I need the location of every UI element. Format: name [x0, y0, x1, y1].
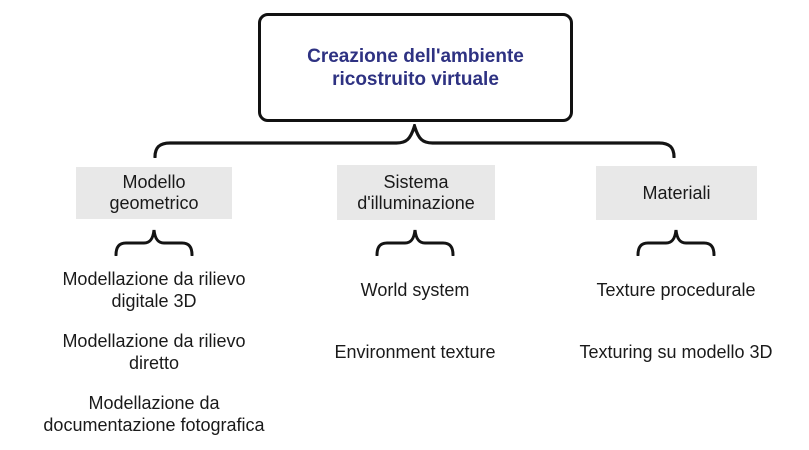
leaf-modellazione-documentazione-fotografica: Modellazione da documentazione fotografi… — [43, 393, 265, 435]
leaf-environment-texture: Environment texture — [334, 342, 496, 362]
leaf-modellazione-rilievo-diretto: Modellazione da rilievo diretto — [62, 331, 246, 373]
brace-modello-geometrico-icon — [114, 229, 194, 256]
category-box-modello-geometrico: Modello geometrico — [76, 167, 232, 219]
category-label: Modello geometrico — [109, 172, 199, 213]
category-label: Sistema d'illuminazione — [357, 171, 475, 213]
leaf-world-system: World system — [360, 280, 470, 300]
category-box-materiali: Materiali — [596, 166, 757, 220]
category-box-sistema-illuminazione: Sistema d'illuminazione — [337, 165, 495, 220]
category-label: Materiali — [642, 182, 711, 203]
brace-materiali-icon — [636, 229, 716, 256]
root-node: Creazione dell'ambiente ricostruito virt… — [258, 13, 573, 122]
main-brace-icon — [153, 124, 676, 158]
leaf-texturing-modello-3d: Texturing su modello 3D — [579, 342, 773, 362]
root-title: Creazione dell'ambiente ricostruito virt… — [307, 45, 524, 90]
leaf-texture-procedurale: Texture procedurale — [596, 280, 756, 300]
brace-sistema-illuminazione-icon — [375, 229, 455, 256]
leaf-modellazione-rilievo-digitale: Modellazione da rilievo digitale 3D — [62, 269, 246, 311]
